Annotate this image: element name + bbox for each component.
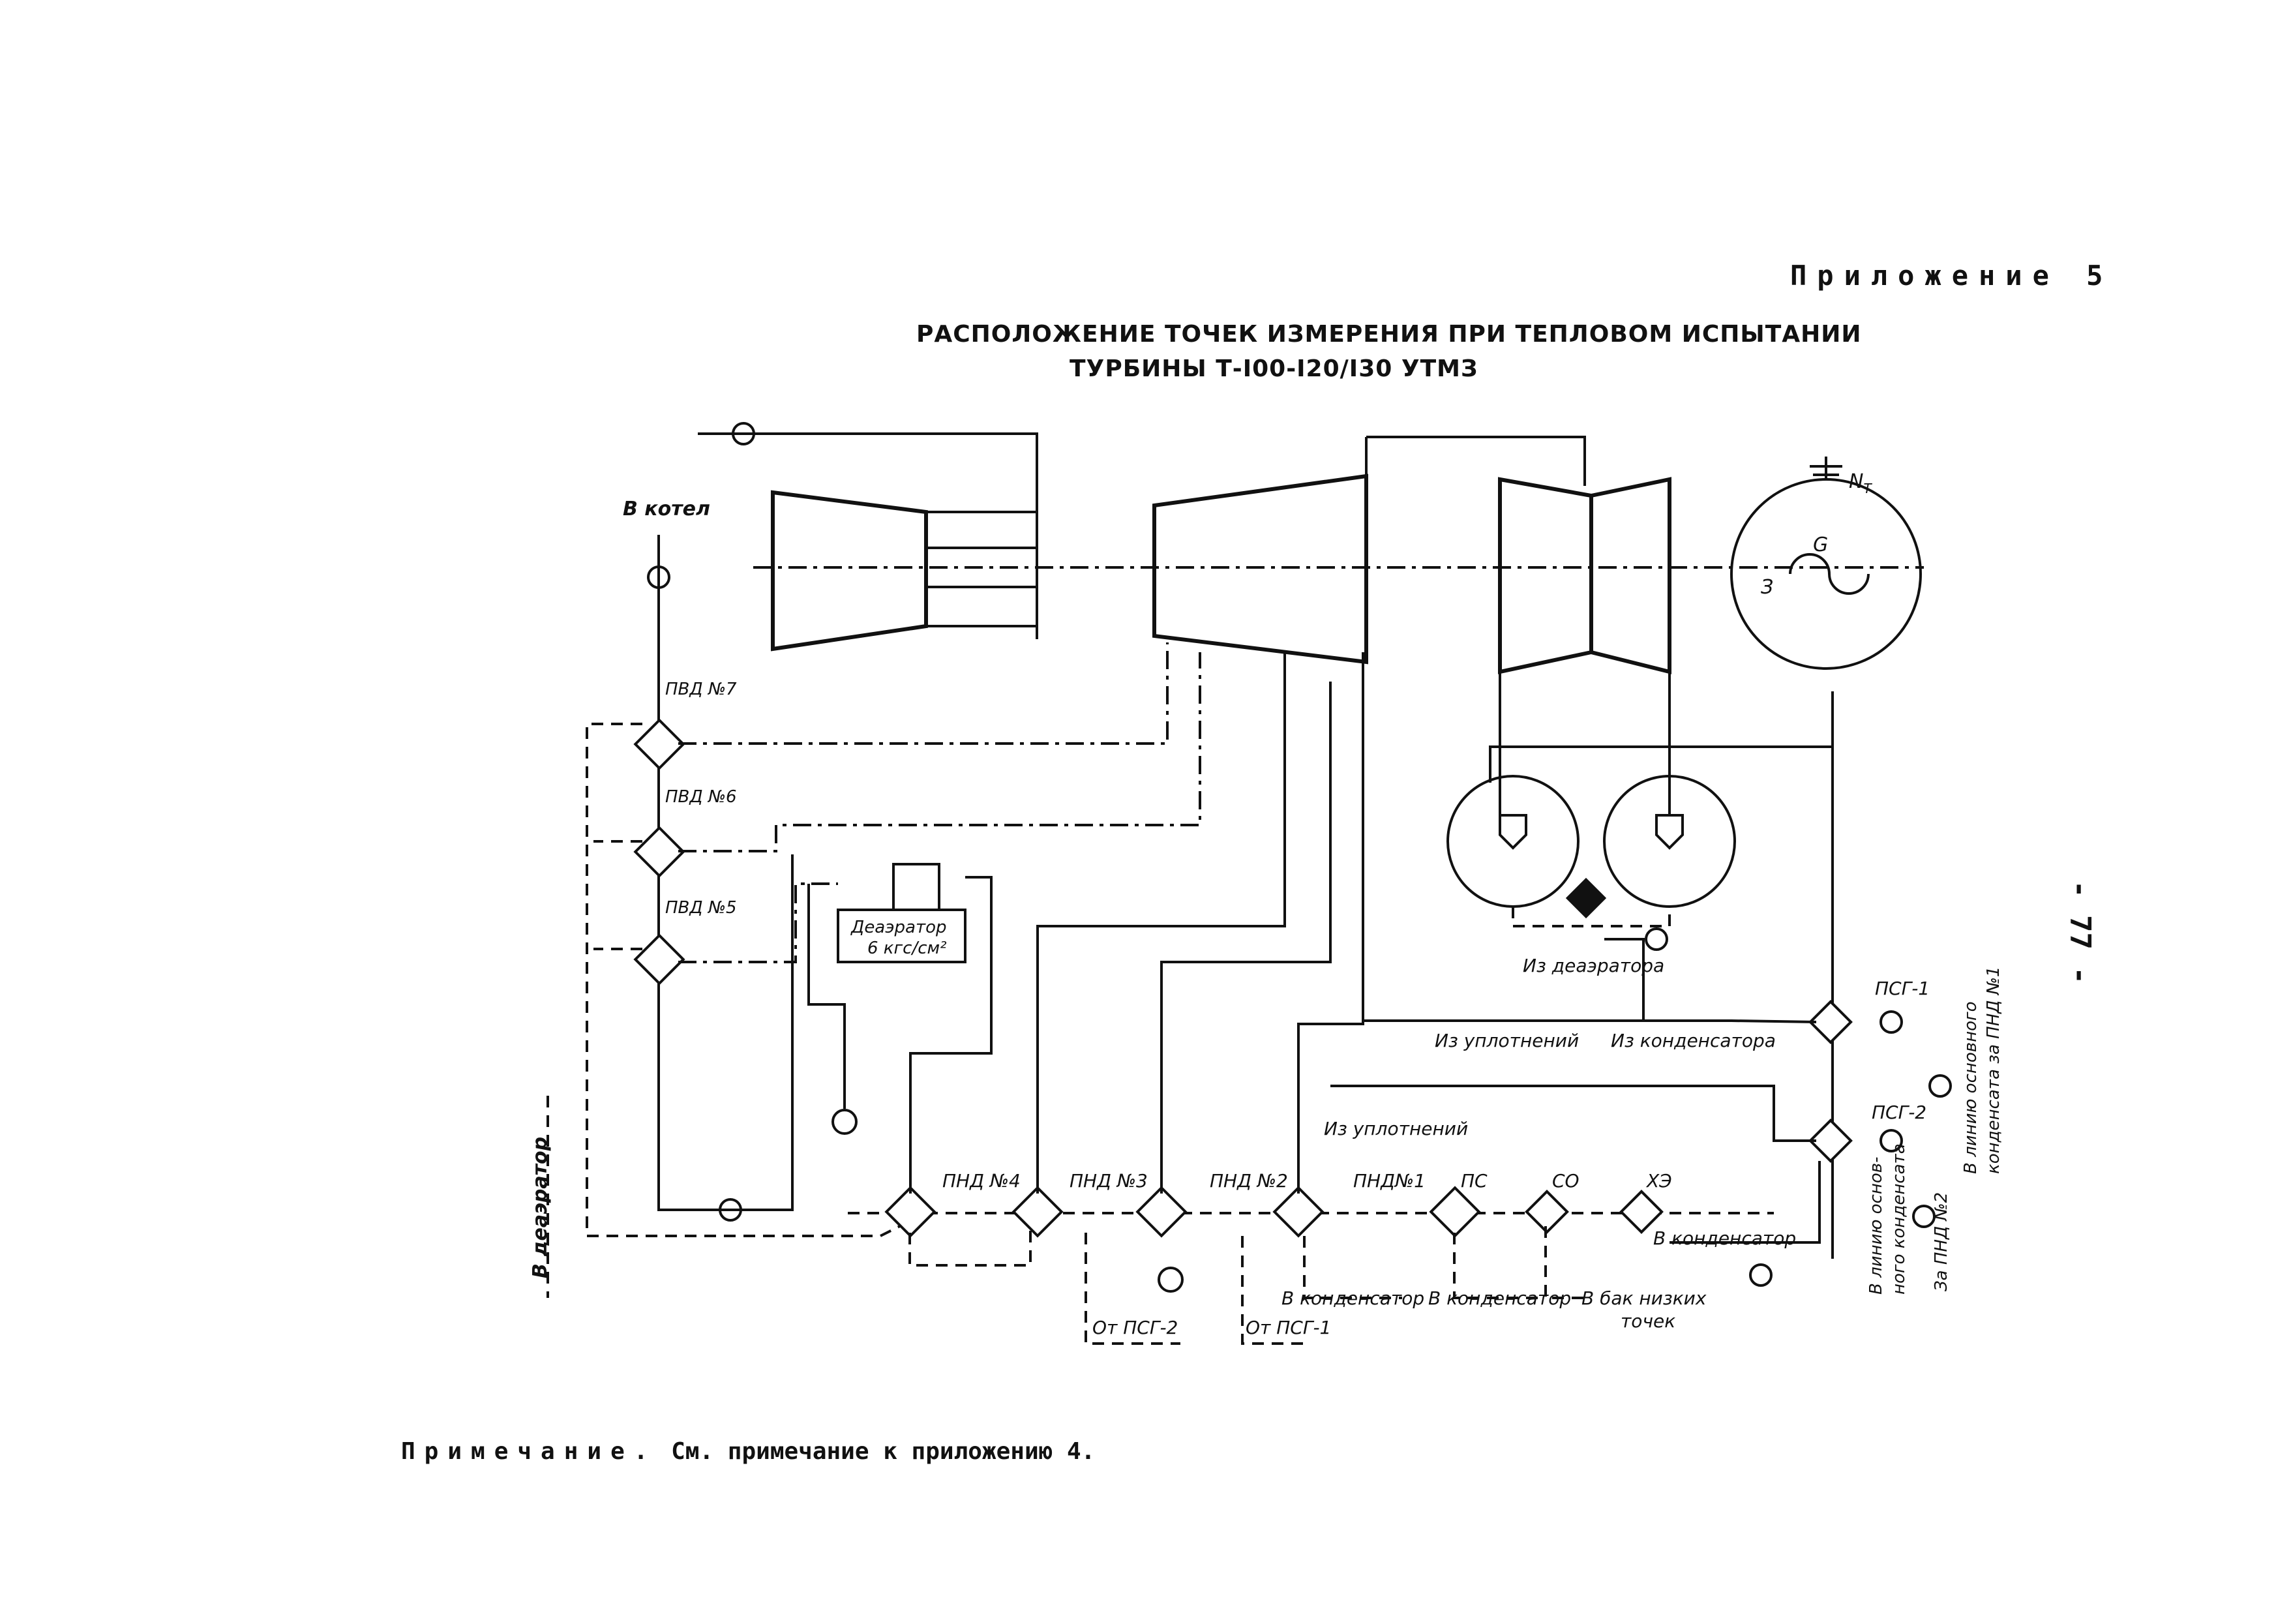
psg2-label: ПСГ-2 bbox=[1872, 1102, 1926, 1123]
appendix-label: Приложение 5 bbox=[1790, 260, 2114, 292]
power-label: NТ bbox=[1849, 470, 1872, 496]
from-seals-label-1: Из уплотнений bbox=[1435, 1030, 1579, 1051]
psg1-label: ПСГ-1 bbox=[1875, 978, 1930, 999]
to-deaerator-label: В деаэратор bbox=[529, 1137, 552, 1278]
to-condenser-right-label: В конденсатор bbox=[1653, 1227, 1796, 1249]
footnote-label: Примечание. bbox=[401, 1438, 657, 1465]
from-condenser-label: Из конденсатора bbox=[1611, 1030, 1776, 1051]
from-deaerator-label: Из деаэратора bbox=[1523, 955, 1664, 976]
after-pnd2-label: За ПНД №2 bbox=[1932, 1192, 1951, 1291]
pvd6-label: ПВД №6 bbox=[665, 787, 737, 807]
ip-cylinder bbox=[1152, 474, 1368, 665]
psg-heaters: ПСГ-1 ПСГ-2 bbox=[1330, 927, 1952, 1287]
main-cond-line-label-2: ного конденсата bbox=[1889, 1143, 1909, 1295]
pnd2-label: ПНД №2 bbox=[1210, 1170, 1288, 1192]
page-number: - 77 - bbox=[2063, 880, 2097, 984]
from-psg2-label: От ПСГ-2 bbox=[1092, 1317, 1178, 1338]
pnd3-label: ПНД №3 bbox=[1070, 1170, 1148, 1192]
lp-cylinder bbox=[1498, 477, 1671, 674]
diagram-title-line-2: ТУРБИНЫ Т-I00-I20/I30 УТМЗ bbox=[1070, 355, 1478, 382]
generator: G З NТ bbox=[1730, 457, 1922, 670]
main-cond-after-pnd1-label-1: В линию основного bbox=[1961, 1001, 1981, 1174]
from-seals-label-2: Из уплотнений bbox=[1324, 1118, 1468, 1139]
footnote: Примечание. См. примечание к приложению … bbox=[401, 1438, 1095, 1465]
deaerator-label: Деаэратор bbox=[850, 918, 947, 937]
diagram-title-line-1: РАСПОЛОЖЕНИЕ ТОЧЕК ИЗМЕРЕНИЯ ПРИ ТЕПЛОВО… bbox=[916, 321, 1862, 348]
hp-heaters: ПВД №7 ПВД №6 ПВД №5 В котел bbox=[623, 498, 1201, 1222]
ps-label: ПС bbox=[1461, 1170, 1488, 1192]
to-condenser-label-1: В конденсатор bbox=[1281, 1287, 1424, 1309]
steam-lines-top bbox=[698, 422, 1586, 639]
to-condenser-label-2: В конденсатор bbox=[1428, 1287, 1571, 1309]
deaerator-pressure-label: 6 кгс/см² bbox=[867, 939, 947, 958]
condensers bbox=[1446, 672, 1833, 927]
footnote-text: См. примечание к приложению 4. bbox=[657, 1438, 1096, 1465]
to-low-tank-label-2: точек bbox=[1621, 1310, 1675, 1332]
pnd1-label: ПНД№1 bbox=[1353, 1170, 1426, 1192]
deaerator: Деаэратор 6 кгс/см² bbox=[837, 863, 966, 963]
to-low-tank-label-1: В бак низких bbox=[1581, 1287, 1707, 1309]
pvd7-label: ПВД №7 bbox=[665, 680, 737, 699]
he-label: ХЭ bbox=[1645, 1170, 1672, 1192]
pnd4-label: ПНД №4 bbox=[942, 1170, 1021, 1192]
main-cond-line-label-1: В линию основ- bbox=[1866, 1157, 1886, 1295]
from-psg1-label: От ПСГ-1 bbox=[1246, 1317, 1331, 1338]
drain-lines bbox=[547, 723, 1591, 1345]
lp-heater-row: ПНД №4 ПНД №3 ПНД №2 ПНД№1 ПС СО ХЭ bbox=[807, 652, 1774, 1293]
exciter-label: З bbox=[1761, 576, 1773, 599]
to-boiler-label: В котел bbox=[623, 498, 710, 520]
main-cond-after-pnd1-label-2: конденсата за ПНД №1 bbox=[1984, 967, 2003, 1174]
generator-label: G bbox=[1813, 534, 1828, 556]
pvd5-label: ПВД №5 bbox=[665, 898, 737, 918]
so-label: СО bbox=[1552, 1170, 1580, 1192]
